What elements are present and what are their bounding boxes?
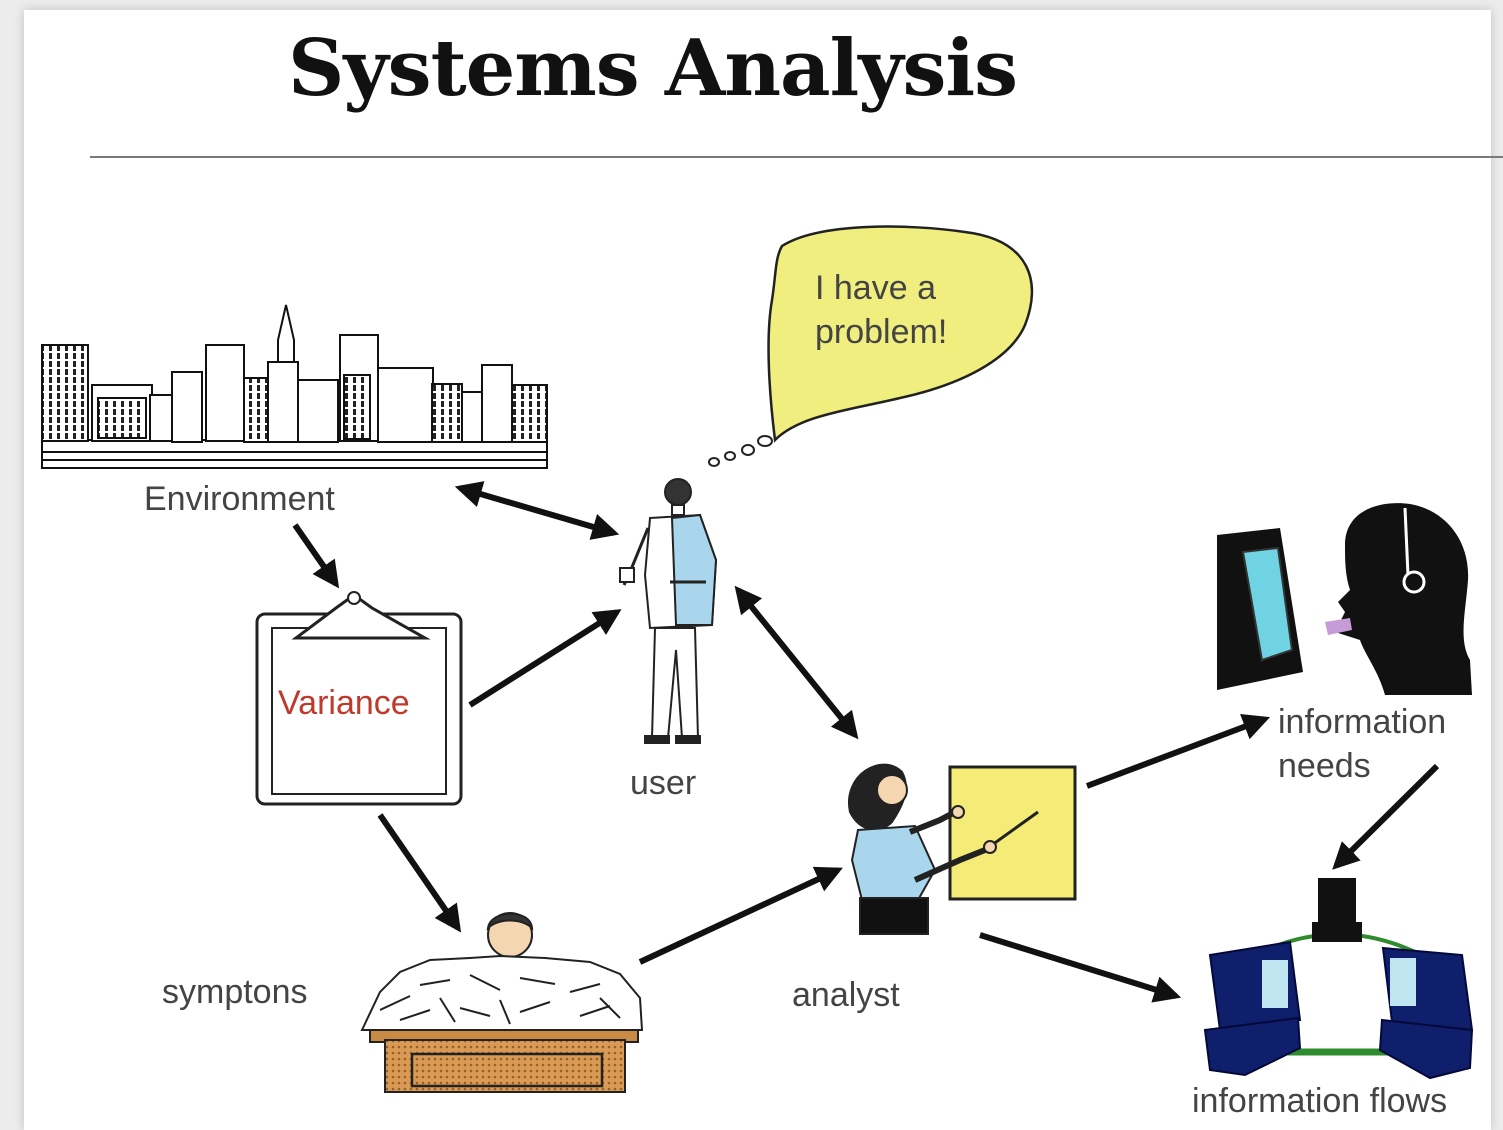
- computer-network-icon: [1203, 878, 1474, 1080]
- arrow-analyst-flows: [979, 932, 1182, 1003]
- arrow-user-analyst: [734, 585, 859, 740]
- speech-bubble-text: I have a problem!: [815, 266, 947, 354]
- speech-line-2: problem!: [815, 313, 948, 351]
- user-label: user: [630, 764, 697, 802]
- arrow-needs-flows: [1332, 763, 1440, 870]
- arrow-variance-symptoms: [377, 813, 462, 933]
- arrow-environment-user: [454, 481, 620, 540]
- information-flows-label: information flows: [1192, 1082, 1448, 1120]
- arrow-environment-variance: [292, 523, 340, 589]
- headset-operator-icon: [1217, 503, 1472, 695]
- user-figure-icon: [619, 478, 718, 744]
- information-needs-line-1: information: [1278, 703, 1447, 741]
- flow-arrows: [292, 481, 1440, 1003]
- analyst-label: analyst: [792, 976, 900, 1014]
- information-needs-label: information needs: [1278, 700, 1446, 788]
- arrow-symptoms-analyst: [638, 866, 843, 965]
- variance-label: Variance: [278, 684, 410, 722]
- information-needs-line-2: needs: [1278, 747, 1371, 785]
- speech-line-1: I have a: [815, 269, 936, 307]
- overwhelmed-person-icon: [360, 912, 644, 1093]
- analyst-figure-icon: [847, 763, 1077, 935]
- arrow-analyst-needs: [1085, 713, 1271, 789]
- slide-title: Systems Analysis: [288, 23, 1018, 114]
- symptons-label: symptons: [162, 973, 308, 1011]
- environment-label: Environment: [144, 480, 335, 518]
- city-skyline-icon: [41, 304, 548, 469]
- title-divider: [90, 156, 1503, 158]
- clipboard-icon: [255, 591, 463, 806]
- speech-bubble: [708, 225, 1034, 467]
- arrow-variance-user: [468, 609, 622, 708]
